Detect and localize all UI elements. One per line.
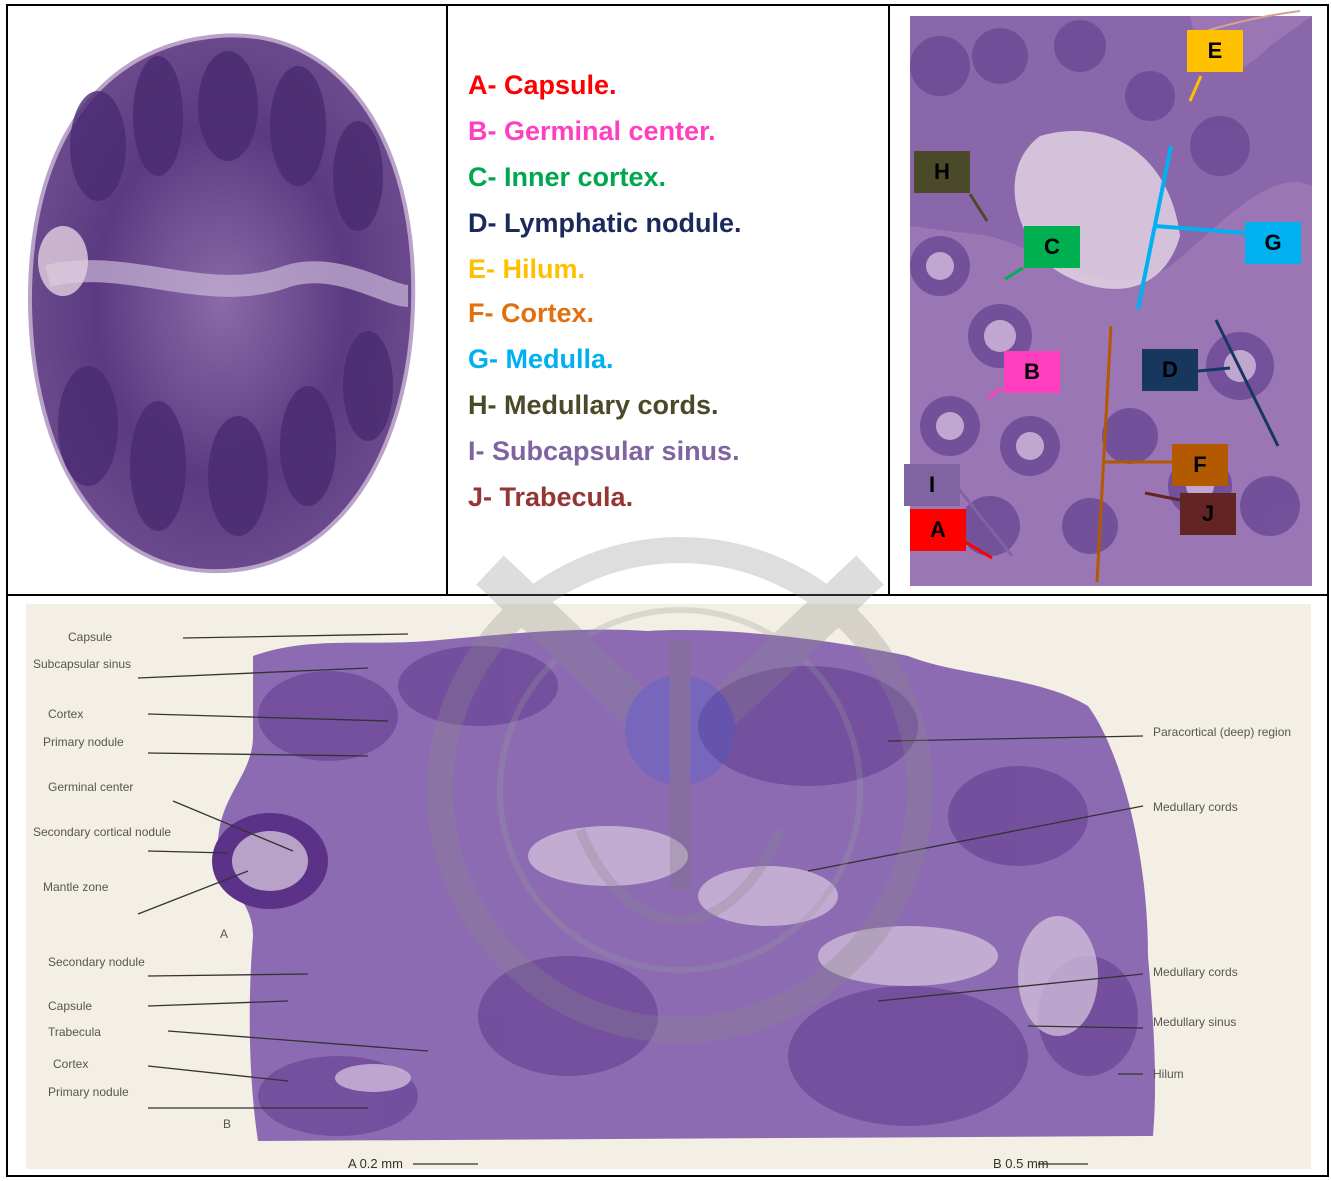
- whole-node-panel: [6, 4, 448, 596]
- label-secondary-nodule: Secondary nodule: [48, 955, 145, 969]
- label-subcapsular-sinus: Subcapsular sinus: [33, 657, 131, 671]
- legend-lymphatic-nodule: D- Lymphatic nodule.: [468, 208, 742, 239]
- whole-node-micrograph: [8, 6, 448, 596]
- label-cortex-bottom: Cortex: [53, 1057, 88, 1071]
- label-capsule-top: Capsule: [68, 630, 112, 644]
- scale-bar-b: B 0.5 mm: [993, 1156, 1049, 1171]
- label-medullary-cords-top: Medullary cords: [1153, 800, 1238, 814]
- annotated-diagram: Capsule Subcapsular sinus Cortex Primary…: [8, 596, 1329, 1177]
- legend-capsule: A- Capsule.: [468, 70, 617, 101]
- tag-d: D: [1142, 349, 1198, 391]
- tag-c: C: [1024, 226, 1080, 268]
- legend-inner-cortex: C- Inner cortex.: [468, 162, 666, 193]
- label-cortex-top: Cortex: [48, 707, 83, 721]
- tag-f: F: [1172, 444, 1228, 486]
- label-medullary-cords-bottom: Medullary cords: [1153, 965, 1238, 979]
- tag-i: I: [904, 464, 960, 506]
- label-germinal-center: Germinal center: [48, 780, 133, 794]
- label-hilum: Hilum: [1153, 1067, 1184, 1081]
- legend-cortex: F- Cortex.: [468, 298, 594, 329]
- label-medullary-sinus: Medullary sinus: [1153, 1015, 1236, 1029]
- tag-j: J: [1180, 493, 1236, 535]
- labeled-micrograph: [890, 6, 1329, 596]
- label-secondary-cortical-nodule: Secondary cortical nodule: [33, 825, 171, 839]
- tag-a: A: [910, 509, 966, 551]
- legend-medulla: G- Medulla.: [468, 344, 614, 375]
- scale-bar-a: A 0.2 mm: [348, 1156, 403, 1171]
- label-primary-nodule-top: Primary nodule: [43, 735, 124, 749]
- legend-hilum: E- Hilum.: [468, 254, 585, 285]
- tag-b: B: [1004, 351, 1060, 393]
- label-trabecula: Trabecula: [48, 1025, 101, 1039]
- legend-panel: A- Capsule. B- Germinal center. C- Inner…: [446, 4, 890, 596]
- label-mantle-zone: Mantle zone: [43, 880, 109, 894]
- marker-a: A: [220, 927, 228, 941]
- labeled-micrograph-panel: E H C G B D F I J A: [888, 4, 1329, 596]
- label-capsule-bottom: Capsule: [48, 999, 92, 1013]
- tag-g: G: [1245, 222, 1301, 264]
- label-paracortical: Paracortical (deep) region: [1153, 725, 1291, 739]
- legend-trabecula: J- Trabecula.: [468, 482, 633, 513]
- legend-subcapsular-sinus: I- Subcapsular sinus.: [468, 436, 740, 467]
- marker-b: B: [223, 1117, 231, 1131]
- tag-e: E: [1187, 30, 1243, 72]
- legend-germinal-center: B- Germinal center.: [468, 116, 716, 147]
- legend-medullary-cords: H- Medullary cords.: [468, 390, 719, 421]
- tag-h: H: [914, 151, 970, 193]
- label-primary-nodule-bottom: Primary nodule: [48, 1085, 129, 1099]
- annotated-diagram-panel: Capsule Subcapsular sinus Cortex Primary…: [6, 594, 1329, 1177]
